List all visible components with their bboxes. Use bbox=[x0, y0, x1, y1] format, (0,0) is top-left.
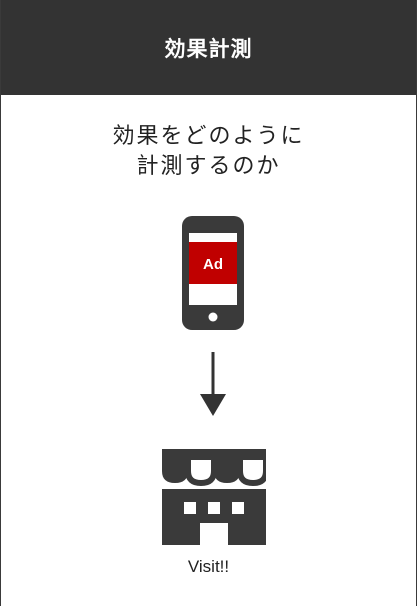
ad-label: Ad bbox=[203, 256, 223, 273]
ad-banner bbox=[189, 242, 237, 284]
lead-text: 効果をどのように 計測するのか bbox=[1, 122, 416, 182]
header-bar: 効果計測 bbox=[1, 0, 416, 95]
arrow-down-icon bbox=[200, 352, 226, 416]
header-title: 効果計測 bbox=[164, 36, 253, 61]
lead-line-1: 効果をどのように bbox=[112, 124, 305, 149]
store-icon bbox=[162, 449, 269, 545]
smartphone-icon: Ad bbox=[182, 216, 244, 330]
visit-caption: Visit!! bbox=[187, 557, 230, 576]
lead-line-2: 計測するのか bbox=[136, 154, 281, 179]
